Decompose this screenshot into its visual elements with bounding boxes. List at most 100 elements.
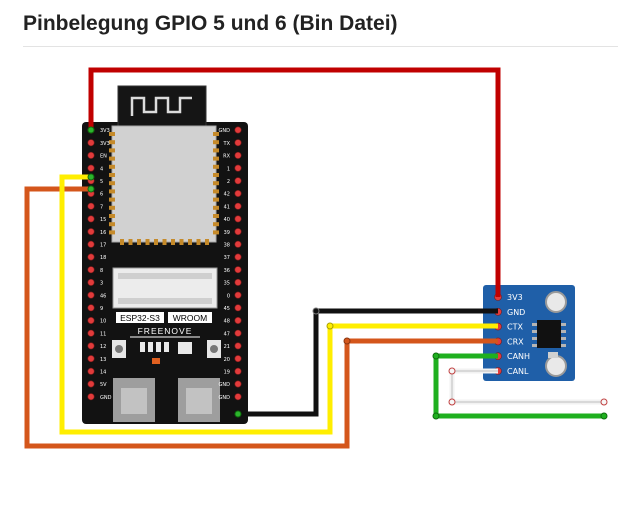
header-pin-right-13	[234, 291, 242, 299]
wire-orange-gpio5	[24, 186, 498, 449]
header-pin-left-12	[87, 278, 95, 286]
header-pin-label-left: 16	[100, 230, 106, 236]
header-pin-left-3	[87, 164, 95, 172]
title-divider	[23, 46, 618, 47]
header-pin-label-left: 7	[100, 204, 103, 210]
header-pin-label-left: 18	[100, 255, 106, 261]
header-pin-right-3	[234, 164, 242, 172]
header-pin-label-left: 3V3	[100, 128, 110, 134]
header-pin-label-right: RX	[223, 154, 230, 160]
header-pin-label-right: 20	[224, 357, 230, 363]
header-pin-left-19	[87, 367, 95, 375]
rf-shield	[111, 125, 217, 243]
header-pin-right-0	[234, 126, 242, 134]
header-pin-label-right: 42	[224, 192, 230, 198]
wire-end-canl	[600, 398, 608, 406]
header-pin-right-20	[234, 380, 242, 388]
header-pin-label-left: 14	[100, 370, 106, 376]
mount-hole-bottom	[545, 355, 567, 377]
wire-green-canh	[433, 353, 604, 419]
header-pin-left-1	[87, 139, 95, 147]
header-pin-left-14	[87, 304, 95, 312]
header-pin-right-21	[234, 393, 242, 401]
header-pin-right-10	[234, 253, 242, 261]
wires	[24, 67, 604, 449]
header-pin-right-9	[234, 240, 242, 248]
header-pin-label-left: 3	[100, 281, 103, 287]
header-pin-label-left: GND	[100, 395, 112, 401]
header-pin-left-18	[87, 355, 95, 363]
header-pin-left-8	[87, 228, 95, 236]
header-pin-right-11	[234, 266, 242, 274]
header-pin-left-20	[87, 380, 95, 388]
brand-label: FREENOVE	[138, 326, 193, 336]
header-pin-left-21	[87, 393, 95, 401]
header-pin-right-6	[234, 202, 242, 210]
header-pin-label-left: 46	[100, 293, 106, 299]
header-pin-label-right: 39	[224, 230, 230, 236]
header-pin-label-right: TX	[223, 141, 231, 147]
header-pin-right-19	[234, 367, 242, 375]
header-pin-label-right: 37	[224, 255, 230, 261]
header-pin-right-14	[234, 304, 242, 312]
header-pin-label-right: GND	[219, 128, 231, 134]
header-pin-left-11	[87, 266, 95, 274]
header-pin-label-right: 38	[224, 243, 230, 249]
header-pin-left-13	[87, 291, 95, 299]
header-pin-label-right: 2	[227, 179, 230, 185]
header-pin-label-right: 40	[224, 217, 230, 223]
header-pin-label-left: 17	[100, 243, 106, 249]
header-pin-label-left: 13	[100, 357, 106, 363]
header-pin-right-16	[234, 329, 242, 337]
header-pin-label-left: 4	[100, 166, 103, 172]
header-pin-label-right: 47	[224, 331, 230, 337]
header-pin-label-right: 0	[227, 293, 230, 299]
transceiver-chip	[537, 320, 561, 348]
header-pin-left-17	[87, 342, 95, 350]
header-pin-left-2	[87, 151, 95, 159]
header-pin-label-right: 35	[224, 281, 230, 287]
esp32-board: ESP32-S3 WROOM FREENOVE 3V33V3EN45671516…	[82, 85, 248, 424]
header-pin-right-18	[234, 355, 242, 363]
header-pin-label-left: 5V	[100, 382, 107, 388]
header-pin-right-8	[234, 228, 242, 236]
wire-black-gnd	[238, 308, 498, 417]
reset-button	[207, 340, 221, 358]
wire-end-canh	[600, 412, 608, 420]
chip-label: ESP32-S3	[120, 313, 160, 323]
header-pin-right-1	[234, 139, 242, 147]
header-pin-label-right: 41	[224, 204, 230, 210]
mount-hole-top	[545, 291, 567, 313]
header-pin-label-right: GND	[219, 382, 231, 388]
header-pin-right-2	[234, 151, 242, 159]
header-pin-label-right: 36	[224, 268, 230, 274]
header-pin-label-left: 6	[100, 192, 103, 198]
page-title: Pinbelegung GPIO 5 und 6 (Bin Datei)	[23, 12, 398, 35]
can-pin-label: GND	[507, 308, 525, 317]
header-pin-right-4	[234, 177, 242, 185]
header-pin-label-left: EN	[100, 154, 107, 160]
header-pin-left-7	[87, 215, 95, 223]
header-pin-label-left: 8	[100, 268, 103, 274]
can-pin-label: CANL	[507, 367, 529, 376]
header-pin-left-9	[87, 240, 95, 248]
header-pin-left-16	[87, 329, 95, 337]
can-pin-label: 3V3	[507, 293, 523, 302]
header-pin-label-right: GND	[219, 395, 231, 401]
boot-button	[112, 340, 126, 358]
can-pin-label: CANH	[507, 352, 530, 361]
can-pin-label: CRX	[507, 337, 524, 346]
usb-port-left	[113, 378, 155, 422]
header-pin-label-left: 10	[100, 319, 106, 325]
header-pin-right-17	[234, 342, 242, 350]
header-pin-label-right: 1	[227, 166, 230, 172]
wire-yellow-gpio4	[59, 174, 498, 435]
header-pin-label-left: 11	[100, 331, 106, 337]
header-pin-label-left: 3V3	[100, 141, 110, 147]
header-pin-label-right: 19	[224, 370, 230, 376]
header-pin-label-right: 48	[224, 319, 230, 325]
header-pin-label-left: 5	[100, 179, 103, 185]
header-pin-label-right: 21	[224, 344, 230, 350]
